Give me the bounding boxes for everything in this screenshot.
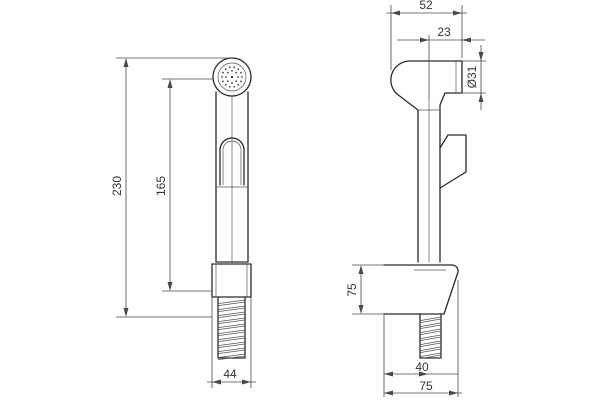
spray-hole xyxy=(222,71,224,74)
hose-coil xyxy=(217,343,246,348)
side-hose xyxy=(419,313,442,359)
hose-coil xyxy=(419,334,442,339)
front-view xyxy=(211,57,252,360)
hose-coil xyxy=(419,340,442,345)
side-holder xyxy=(383,264,459,315)
dim-52-label: 52 xyxy=(419,0,433,12)
spray-hole xyxy=(228,66,231,69)
hose-coil xyxy=(419,352,442,357)
spray-hole xyxy=(225,76,227,78)
hose-coil xyxy=(419,328,442,333)
spray-hole xyxy=(240,80,242,83)
hose-coil xyxy=(217,347,246,352)
hose-coil xyxy=(419,318,442,323)
side-view xyxy=(383,60,467,359)
front-hose xyxy=(217,296,246,360)
hose-coil xyxy=(217,355,246,360)
spray-hole xyxy=(237,83,240,86)
spray-hole xyxy=(231,82,233,84)
spray-hole xyxy=(233,66,236,69)
spray-hole xyxy=(231,70,233,72)
trigger-lever-inner xyxy=(222,140,242,185)
spray-hole xyxy=(237,76,239,78)
hose-coil xyxy=(419,346,442,351)
hose-connector xyxy=(211,263,252,298)
hose-coil xyxy=(217,335,246,340)
hose-coil xyxy=(419,324,442,329)
spray-hole xyxy=(226,71,229,74)
hose-coil xyxy=(217,305,246,310)
front-dimensions: 230 165 44 xyxy=(110,57,256,388)
spray-head-inner xyxy=(217,62,247,92)
hose-coil xyxy=(419,316,442,321)
hose-coil xyxy=(217,325,246,330)
hose-coil xyxy=(419,348,442,353)
hose-coil xyxy=(419,336,442,341)
hose-coil xyxy=(217,301,246,306)
dim-d31-label: Ø31 xyxy=(465,65,479,88)
dim-40-label: 40 xyxy=(415,360,429,374)
spray-hole xyxy=(221,76,223,78)
hose-coil xyxy=(217,329,246,334)
spray-hole xyxy=(235,71,238,74)
dim-23-label: 23 xyxy=(437,25,451,39)
spray-hole xyxy=(224,83,227,86)
spray-hole xyxy=(222,80,224,83)
hose-coil xyxy=(217,299,246,304)
side-handle-outline xyxy=(390,60,463,263)
hose-coil xyxy=(217,317,246,322)
dim-165-label: 165 xyxy=(154,176,168,196)
hose-coil xyxy=(217,313,246,318)
dim-230-label: 230 xyxy=(110,176,124,196)
hose-coil xyxy=(217,307,246,312)
hose-outline xyxy=(419,313,442,359)
dim-44-label: 44 xyxy=(223,367,237,381)
hose-coil xyxy=(217,311,246,316)
hose-coil xyxy=(419,322,442,327)
dim-75h-label: 75 xyxy=(419,379,433,393)
spray-hole xyxy=(224,68,227,71)
spray-holes xyxy=(221,66,243,88)
dim-75v-label: 75 xyxy=(345,283,359,297)
hose-coil xyxy=(217,331,246,336)
hose-coil xyxy=(217,349,246,354)
side-trigger xyxy=(439,134,467,189)
spray-hole xyxy=(241,76,243,78)
spray-hole xyxy=(240,71,242,74)
spray-hole xyxy=(235,80,238,83)
trigger-lever xyxy=(219,137,245,186)
hose-coil xyxy=(217,319,246,324)
side-dimensions: 52 23 Ø31 75 40 75 xyxy=(345,0,486,397)
hose-coil xyxy=(217,353,246,358)
hose-coil xyxy=(419,330,442,335)
spray-hole xyxy=(237,68,240,71)
hose-coil xyxy=(419,342,442,347)
hose-coil xyxy=(217,337,246,342)
hose-coil xyxy=(419,354,442,359)
hose-coil xyxy=(217,341,246,346)
spray-hole xyxy=(228,85,231,88)
spray-hole xyxy=(233,85,236,88)
spray-hole xyxy=(226,80,229,83)
spray-hole xyxy=(230,75,234,79)
hose-coil xyxy=(217,323,246,328)
